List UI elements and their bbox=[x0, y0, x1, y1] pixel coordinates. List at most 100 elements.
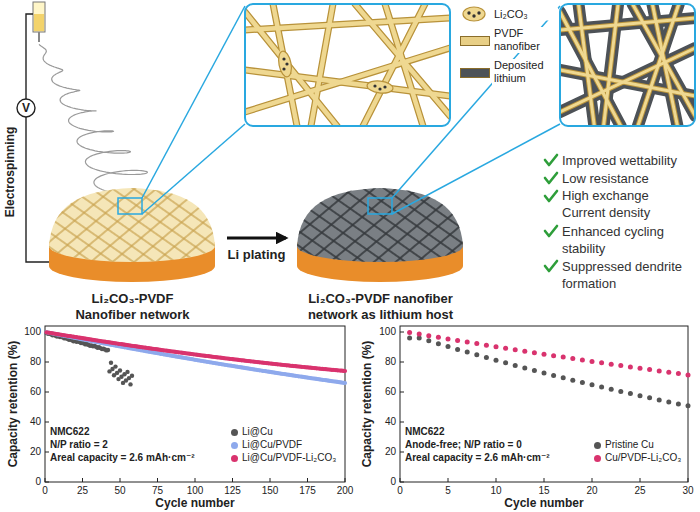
data-point bbox=[446, 344, 451, 349]
illustration-part bbox=[297, 188, 463, 262]
data-point bbox=[638, 393, 643, 398]
coated-fiber-inset bbox=[560, 4, 695, 126]
axis-label: N/P ratio = 2 bbox=[50, 439, 108, 451]
legend-text: Deposited lithium bbox=[492, 59, 558, 85]
data-point bbox=[686, 403, 691, 408]
tick bbox=[400, 332, 404, 333]
tick bbox=[45, 478, 46, 482]
data-point bbox=[599, 360, 604, 365]
data-point bbox=[676, 371, 681, 376]
tick bbox=[157, 478, 158, 482]
tick bbox=[82, 478, 83, 482]
axis-label: 80 bbox=[30, 356, 41, 368]
jet-spiral bbox=[39, 44, 147, 195]
data-point bbox=[109, 361, 113, 365]
axis-label: NMC622 bbox=[50, 426, 89, 438]
data-point bbox=[426, 333, 431, 338]
data-point bbox=[503, 360, 508, 365]
data-point bbox=[551, 373, 556, 378]
voltmeter-symbol bbox=[17, 99, 35, 117]
legend-dot bbox=[231, 455, 238, 462]
legend-text: Li₂CO₃ bbox=[492, 8, 558, 21]
illustration-part bbox=[373, 84, 376, 87]
illustration-part bbox=[560, 4, 695, 126]
data-point bbox=[417, 332, 422, 337]
illustration-part bbox=[277, 50, 294, 78]
illustration-part bbox=[383, 85, 386, 88]
axis-label: Cycle number bbox=[504, 496, 583, 510]
process-arrow bbox=[227, 236, 286, 239]
axis-label: 200 bbox=[337, 485, 354, 497]
illustration-part bbox=[245, 4, 450, 126]
illustration-part bbox=[34, 14, 44, 31]
axis-label: 20 bbox=[586, 485, 597, 497]
network-node: Li₂CO₃-PVDF nanofiber network as lithium… bbox=[288, 195, 473, 323]
data-point bbox=[657, 397, 662, 402]
data-point bbox=[128, 382, 132, 386]
tick bbox=[45, 452, 49, 453]
data-point bbox=[590, 382, 595, 387]
axis-label: Areal capacity = 2.6 mAh·cm⁻² bbox=[50, 452, 195, 464]
illustration-part bbox=[378, 87, 381, 90]
tick bbox=[640, 478, 641, 482]
data-point bbox=[474, 341, 479, 346]
axis-label: 125 bbox=[224, 485, 241, 497]
illustration-part bbox=[400, 326, 688, 482]
legend-text: Li@Cu/PVDF-Li₂CO₃ bbox=[240, 452, 338, 464]
data-point bbox=[522, 366, 527, 371]
axis-label: 0 bbox=[390, 476, 396, 488]
axis-label: 100 bbox=[187, 485, 204, 497]
data-point bbox=[465, 350, 470, 355]
tick bbox=[544, 478, 545, 482]
wire bbox=[26, 14, 49, 262]
axis-label: 20 bbox=[30, 446, 41, 458]
tick bbox=[496, 478, 497, 482]
data-point bbox=[657, 369, 662, 374]
check-mark bbox=[545, 155, 557, 271]
data-point bbox=[407, 336, 412, 341]
axis-label: 100 bbox=[379, 326, 396, 338]
illustration-part bbox=[545, 191, 557, 201]
axis-label: Cycle number bbox=[155, 496, 234, 510]
axis-label: 100 bbox=[24, 326, 41, 338]
axis-label: 25 bbox=[77, 485, 88, 497]
tick bbox=[120, 478, 121, 482]
illustration-part bbox=[245, 4, 450, 126]
legend-text: Li@Cu/PVDF bbox=[240, 439, 304, 451]
illustration-part bbox=[463, 7, 485, 21]
tick bbox=[270, 478, 271, 482]
tick bbox=[400, 482, 404, 483]
data-point bbox=[494, 358, 499, 363]
illustration-part bbox=[282, 57, 285, 60]
axis-label: 60 bbox=[30, 386, 41, 398]
illustration-part bbox=[49, 188, 215, 262]
tick bbox=[400, 452, 404, 453]
data-point bbox=[343, 369, 347, 373]
axis-label: 30 bbox=[682, 485, 693, 497]
tick bbox=[400, 362, 404, 363]
tick bbox=[688, 478, 689, 482]
data-point bbox=[407, 330, 412, 335]
axis-label: 20 bbox=[385, 446, 396, 458]
data-point bbox=[609, 362, 614, 367]
illustration-part bbox=[467, 11, 470, 14]
data-point bbox=[628, 391, 633, 396]
data-point bbox=[436, 335, 441, 340]
axis-label: 50 bbox=[114, 485, 125, 497]
axis-label: 10 bbox=[490, 485, 501, 497]
data-point bbox=[570, 356, 575, 361]
data-point bbox=[551, 353, 556, 358]
chart-plot bbox=[44, 326, 690, 482]
axis-label: 0 bbox=[397, 485, 403, 497]
illustration-part bbox=[297, 188, 463, 262]
axis-label: 15 bbox=[538, 485, 549, 497]
network-node: Li₂CO₃-PVDF Nanofiber network bbox=[40, 195, 225, 323]
illustration-part bbox=[366, 79, 393, 94]
data-point bbox=[686, 372, 691, 377]
benefit-item: Low resistance bbox=[562, 170, 682, 187]
data-point bbox=[426, 338, 431, 343]
data-point bbox=[106, 348, 110, 352]
tick bbox=[232, 478, 233, 482]
illustration-part bbox=[560, 4, 695, 126]
data-point bbox=[618, 363, 623, 368]
